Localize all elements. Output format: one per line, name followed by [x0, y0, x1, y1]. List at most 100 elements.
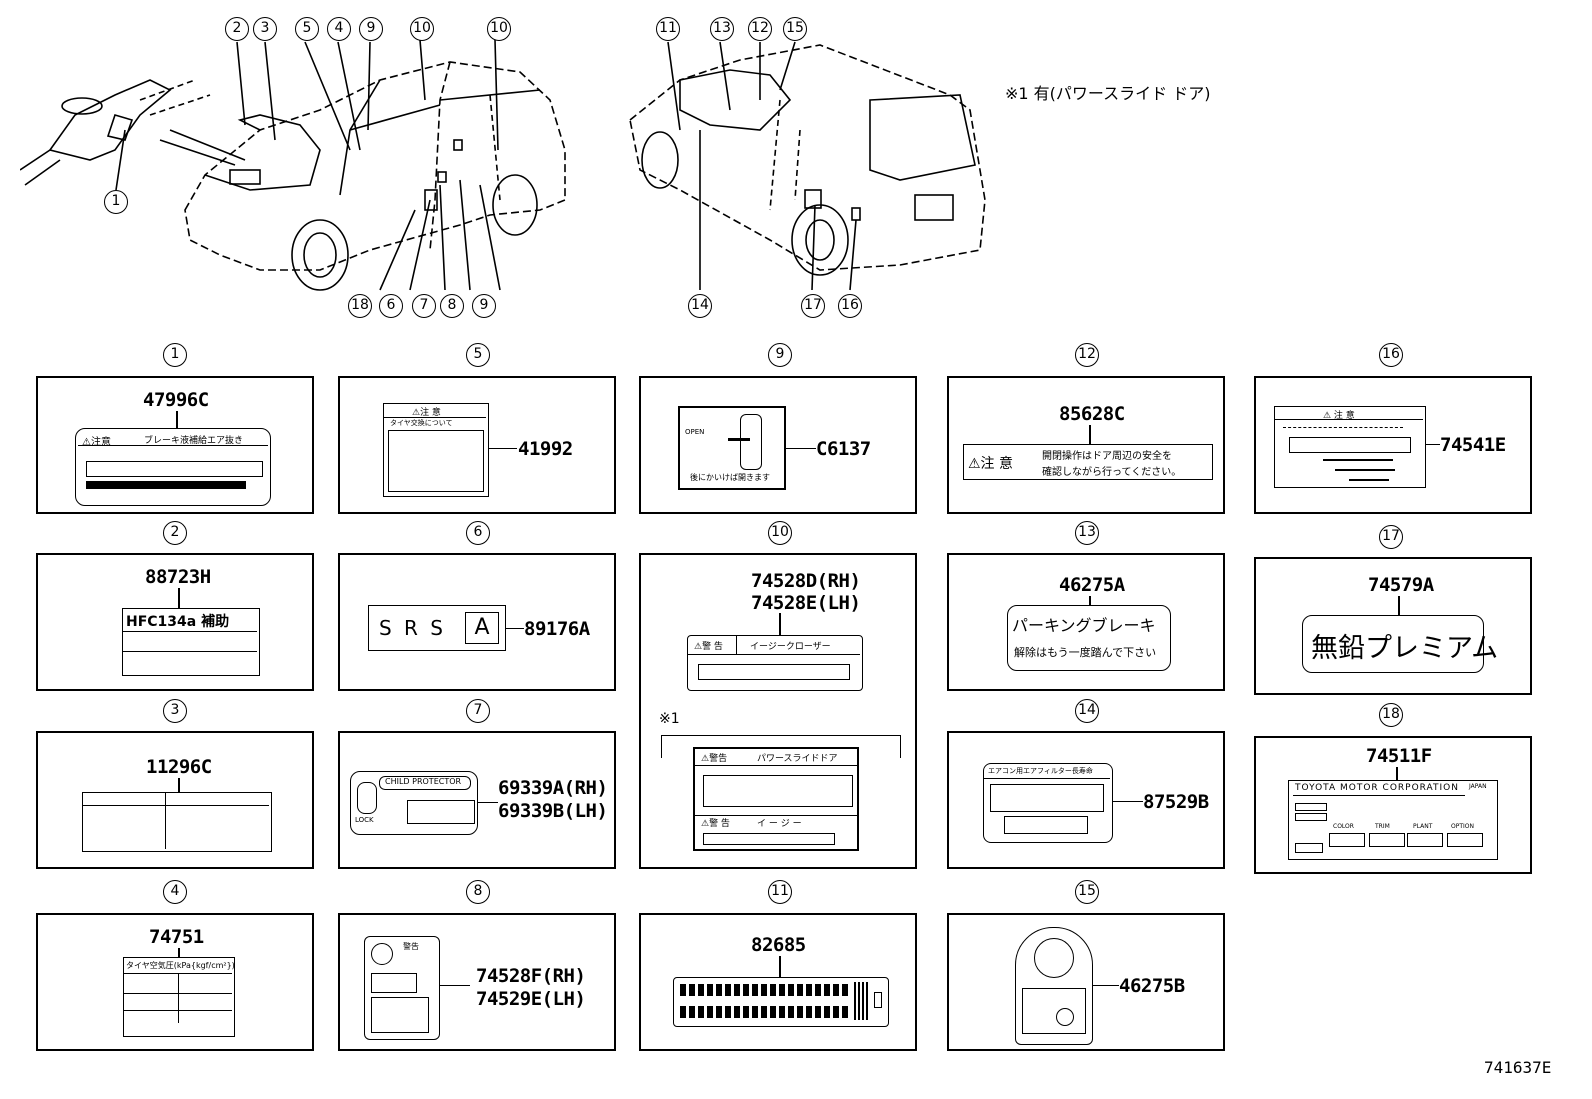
rear-vehicle-illustration [629, 41, 986, 291]
panel-2-number: 2 [163, 521, 187, 545]
callout-9: 9 [359, 17, 383, 41]
panel-10: 74528D(RH) 74528E(LH) ⚠警 告 イージークローザー ※1 … [639, 553, 917, 869]
label-74541E: ⚠ 注 意 [1274, 406, 1426, 488]
panel-1: 47996C ⚠注意 ブレーキ液補給エア抜き [36, 376, 314, 514]
label-74511F-c1: COLOR [1333, 823, 1354, 830]
callout-3: 3 [253, 17, 277, 41]
panel-16-number: 16 [1379, 343, 1403, 367]
label-74528D-head: ⚠警 告 [694, 642, 723, 652]
part-number-87529B: 87529B [1143, 791, 1209, 813]
panel-12: 85628C ⚠注 意 開閉操作はドア周辺の安全を 確認しながら行ってください。 [947, 376, 1225, 514]
label-74528D-body3: イ ー ジ ー [757, 819, 802, 829]
label-74528D-head3: ⚠警 告 [701, 819, 730, 829]
label-41992-body: タイヤ交換について [390, 419, 453, 427]
label-85628C-line2: 確認しながら行ってください。 [1042, 467, 1182, 478]
label-74511F-head: TOYOTA MOTOR CORPORATION [1295, 783, 1459, 793]
panel-1-number: 1 [163, 343, 187, 367]
callout-9b: 9 [472, 294, 496, 318]
callout-7: 7 [412, 294, 436, 318]
label-74528D-head2: ⚠警告 [701, 754, 728, 764]
panel-16: ⚠ 注 意 74541E [1254, 376, 1532, 514]
part-number-47996C: 47996C [143, 389, 209, 411]
part-number-46275A: 46275A [1059, 574, 1125, 596]
label-11296C [82, 792, 272, 852]
part-number-82685: 82685 [751, 934, 806, 956]
part-number-89176A: 89176A [524, 618, 590, 640]
callout-5: 5 [295, 17, 319, 41]
label-69339A: LOCK CHILD PROTECTOR [350, 771, 478, 835]
panel-12-number: 12 [1075, 343, 1099, 367]
part-number-74579A: 74579A [1368, 574, 1434, 596]
label-74528F-head: 警告 [403, 942, 419, 951]
panel-7: LOCK CHILD PROTECTOR 69339A(RH) 69339B(L… [338, 731, 616, 869]
callout-17: 17 [801, 294, 825, 318]
callout-11: 11 [656, 17, 680, 41]
part-number-88723H: 88723H [145, 566, 211, 588]
label-74528D-power-slide: ⚠警告 パワースライドドア ⚠警 告 イ ー ジ ー [693, 747, 859, 851]
label-74511F-c3: PLANT [1413, 823, 1433, 830]
part-number-74528E: 74528E(LH) [751, 592, 861, 614]
diagram-id: 741637E [1484, 1058, 1552, 1077]
label-46275A: パーキングブレーキ 解除はもう一度踏んで下さい [1007, 605, 1171, 671]
callout-14: 14 [688, 294, 712, 318]
label-46275A-line2: 解除はもう一度踏んで下さい [1014, 646, 1157, 659]
panel-8: 警告 74528F(RH) 74529E(LH) [338, 913, 616, 1051]
label-82685 [673, 977, 889, 1027]
panel-18: 74511F TOYOTA MOTOR CORPORATION JAPAN CO… [1254, 736, 1532, 874]
label-74541E-head: ⚠ 注 意 [1323, 411, 1355, 421]
panel-10-ref: ※1 [659, 711, 680, 727]
panel-9-number: 9 [768, 343, 792, 367]
panel-11: 82685 [639, 913, 917, 1051]
part-number-69339A: 69339A(RH) [498, 777, 608, 799]
panel-18-number: 18 [1379, 703, 1403, 727]
callout-18: 18 [348, 294, 372, 318]
panel-4-number: 4 [163, 880, 187, 904]
panel-13-number: 13 [1075, 521, 1099, 545]
callout-13: 13 [710, 17, 734, 41]
panel-3: 11296C [36, 731, 314, 869]
label-C6137-open: OPEN [685, 428, 705, 436]
label-74511F-c4: OPTION [1451, 823, 1474, 830]
label-C6137: OPEN 後にかいけば開きます [678, 406, 786, 490]
part-number-C6137: C6137 [816, 438, 871, 460]
label-87529B: エアコン用エアフィルター長寿命 [983, 763, 1113, 843]
panel-17-number: 17 [1379, 525, 1403, 549]
panel-15-number: 15 [1075, 880, 1099, 904]
callout-2: 2 [225, 17, 249, 41]
label-89176A-box: A [465, 612, 499, 644]
part-number-46275B: 46275B [1119, 975, 1185, 997]
part-number-11296C: 11296C [146, 756, 212, 778]
panel-15: 46275B [947, 913, 1225, 1051]
panel-2: 88723H HFC134a 補助 [36, 553, 314, 691]
label-87529B-head: エアコン用エアフィルター長寿命 [988, 767, 1093, 775]
panel-4: 74751 タイヤ空気圧(kPa{kgf/cm²}) [36, 913, 314, 1051]
label-88723H-head: HFC134a 補助 [126, 614, 230, 630]
part-number-85628C: 85628C [1059, 403, 1125, 425]
part-number-74529E: 74529E(LH) [476, 988, 586, 1010]
label-C6137-body: 後にかいけば開きます [690, 473, 770, 482]
part-number-69339B: 69339B(LH) [498, 800, 608, 822]
panel-14: エアコン用エアフィルター長寿命 87529B [947, 731, 1225, 869]
label-74751: タイヤ空気圧(kPa{kgf/cm²}) [123, 957, 235, 1037]
label-74528D: ⚠警 告 イージークローザー [687, 635, 863, 691]
callout-1: 1 [104, 190, 128, 214]
panel-6: S R S A 89176A [338, 553, 616, 691]
label-74511F-c2: TRIM [1375, 823, 1390, 830]
label-69339A-head: CHILD PROTECTOR [385, 777, 462, 786]
label-74511F: TOYOTA MOTOR CORPORATION JAPAN COLOR TRI… [1288, 780, 1498, 860]
callout-6: 6 [379, 294, 403, 318]
front-vehicle-illustration [20, 39, 566, 291]
label-85628C: ⚠注 意 開閉操作はドア周辺の安全を 確認しながら行ってください。 [963, 444, 1213, 480]
label-46275A-line1: パーキングブレーキ [1012, 616, 1156, 635]
panel-17: 74579A 無鉛プレミアム [1254, 557, 1532, 695]
callout-12: 12 [748, 17, 772, 41]
label-74511F-corner: JAPAN [1469, 783, 1487, 790]
panel-10-number: 10 [768, 521, 792, 545]
label-41992: ⚠注 意 タイヤ交換について [383, 403, 489, 497]
panel-5: ⚠注 意 タイヤ交換について 41992 [338, 376, 616, 514]
label-89176A-text: S R S [379, 616, 447, 640]
label-47996C-head: ⚠注意 [82, 437, 111, 448]
part-number-74751: 74751 [149, 926, 204, 948]
panel-8-number: 8 [466, 880, 490, 904]
label-47996C-body: ブレーキ液補給エア抜き [144, 436, 244, 446]
